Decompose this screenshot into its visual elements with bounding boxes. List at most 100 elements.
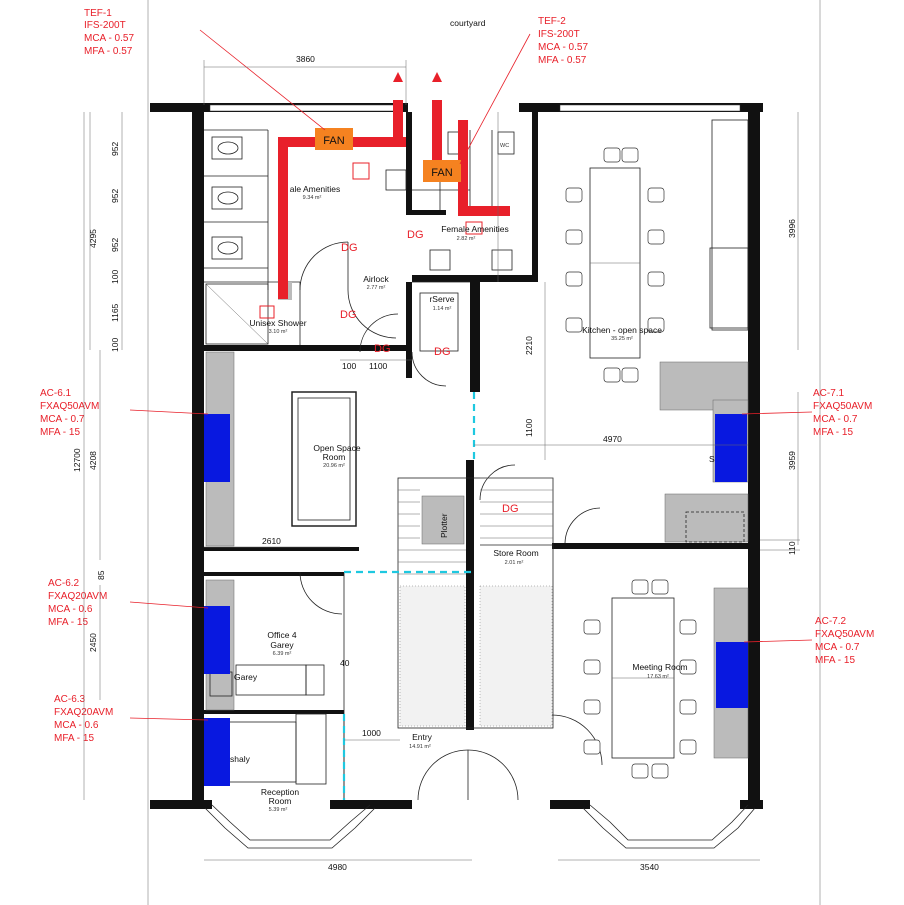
svg-text:12700: 12700 [72,448,82,472]
svg-text:Open Space: Open Space [313,443,361,453]
svg-text:MCA - 0.7: MCA - 0.7 [813,414,858,425]
exhaust-fan-tef-2[interactable]: FAN [423,160,461,182]
ac-units [204,414,748,786]
chair [565,229,583,245]
chair [583,699,601,715]
svg-text:2610: 2610 [262,536,281,546]
svg-text:S: S [709,454,715,464]
svg-text:Room: Room [323,452,346,462]
svg-text:100: 100 [342,361,356,371]
dg-label: DG [434,346,451,358]
svg-text:MCA - 0.6: MCA - 0.6 [54,720,99,731]
svg-text:Plotter: Plotter [439,513,449,538]
courtyard-label: courtyard [450,18,486,28]
svg-text:MCA - 0.6: MCA - 0.6 [48,604,93,615]
interior-walls [204,112,748,730]
svg-text:MFA - 0.57: MFA - 0.57 [538,55,587,66]
fan-label: FAN [431,167,452,179]
callout-leaders [129,29,813,721]
svg-text:FXAQ20AVM: FXAQ20AVM [48,591,107,602]
svg-text:Meeting Room: Meeting Room [632,662,687,672]
svg-text:MFA - 15: MFA - 15 [48,617,88,628]
svg-text:40: 40 [340,658,350,668]
svg-text:4295: 4295 [88,229,98,248]
svg-text:FXAQ50AVM: FXAQ50AVM [813,401,872,412]
dg-label: DG [502,503,519,515]
chair [583,739,601,755]
svg-text:1100: 1100 [369,361,388,371]
svg-text:IFS-200T: IFS-200T [84,20,126,31]
room-boundaries-dashed [342,392,476,800]
ac-unit-6-3[interactable] [204,718,230,786]
chair [583,659,601,675]
callout-tef-1: TEF-1 IFS-200T MCA - 0.57 MFA - 0.57 [84,8,134,57]
callout-ac-6-1: AC-6.1 FXAQ50AVM MCA - 0.7 MFA - 15 [40,388,99,438]
svg-text:Entry: Entry [412,732,433,742]
bay-windows [204,804,756,849]
callout-tef-2: TEF-2 IFS-200T MCA - 0.57 MFA - 0.57 [538,16,588,66]
svg-text:Reception: Reception [261,787,300,797]
room-labels: ale Amenities 9.34 m² Female Amenities 2… [249,184,687,813]
chair [647,187,665,203]
svg-text:4208: 4208 [88,451,98,470]
chair [679,619,697,635]
ac-unit-6-1[interactable] [204,414,230,482]
svg-text:6.39 m²: 6.39 m² [273,651,292,657]
chair [631,579,649,595]
door-grille-labels: DG DG DG DG DG DG [340,229,519,515]
svg-text:952: 952 [110,189,120,203]
ac-unit-7-2[interactable] [716,642,748,708]
chair [647,229,665,245]
svg-text:AC-6.1: AC-6.1 [40,388,72,399]
ac-unit-7-1[interactable] [715,414,747,482]
svg-text:Airlock: Airlock [363,274,389,284]
svg-text:MFA - 15: MFA - 15 [54,733,94,744]
chair [651,763,669,779]
chair [565,317,583,333]
dg-label: DG [374,343,391,355]
svg-text:Store Room: Store Room [493,548,538,558]
svg-text:FXAQ50AVM: FXAQ50AVM [40,401,99,412]
svg-text:MCA - 0.7: MCA - 0.7 [815,642,860,653]
svg-text:MFA - 15: MFA - 15 [813,427,853,438]
svg-text:85: 85 [96,570,106,580]
chair [565,271,583,287]
svg-text:AC-6.3: AC-6.3 [54,694,86,705]
chair [651,579,669,595]
svg-text:TEF-1: TEF-1 [84,8,112,19]
exhaust-fan-tef-1[interactable]: FAN [315,128,353,150]
dimension-texts: 3860 952 952 952 100 1165 100 4295 12700… [72,54,797,872]
ac-unit-6-2[interactable] [204,606,230,674]
callout-ac-6-2: AC-6.2 FXAQ20AVM MCA - 0.6 MFA - 15 [48,578,107,628]
svg-text:3959: 3959 [787,451,797,470]
chair [679,659,697,675]
callout-ac-7-2: AC-7.2 FXAQ50AVM MCA - 0.7 MFA - 15 [815,616,874,666]
fan-label: FAN [323,135,344,147]
svg-text:MCA - 0.57: MCA - 0.57 [538,42,588,53]
svg-text:952: 952 [110,238,120,252]
svg-text:2.82 m²: 2.82 m² [457,236,476,242]
svg-text:Garey: Garey [234,672,258,682]
svg-text:1165: 1165 [110,303,120,322]
dg-label: DG [340,309,357,321]
dg-label: DG [407,229,424,241]
svg-text:2210: 2210 [524,336,534,355]
svg-text:3540: 3540 [640,862,659,872]
svg-text:1100: 1100 [524,418,534,437]
callout-ac-7-1: AC-7.1 FXAQ50AVM MCA - 0.7 MFA - 15 [813,388,872,438]
svg-text:TEF-2: TEF-2 [538,16,566,27]
svg-text:MCA - 0.57: MCA - 0.57 [84,33,134,44]
svg-text:AC-6.2: AC-6.2 [48,578,80,589]
svg-text:5.39 m²: 5.39 m² [269,807,288,813]
furniture-labels: Plotter Garey shaly WC S [230,143,715,764]
svg-text:2.77 m²: 2.77 m² [367,285,386,291]
svg-text:3860: 3860 [296,54,315,64]
chair [583,619,601,635]
chair [631,763,649,779]
svg-text:4970: 4970 [603,434,622,444]
svg-text:20.96 m²: 20.96 m² [323,463,345,469]
chair [679,739,697,755]
svg-text:shaly: shaly [230,754,251,764]
svg-text:rServe: rServe [429,294,454,304]
